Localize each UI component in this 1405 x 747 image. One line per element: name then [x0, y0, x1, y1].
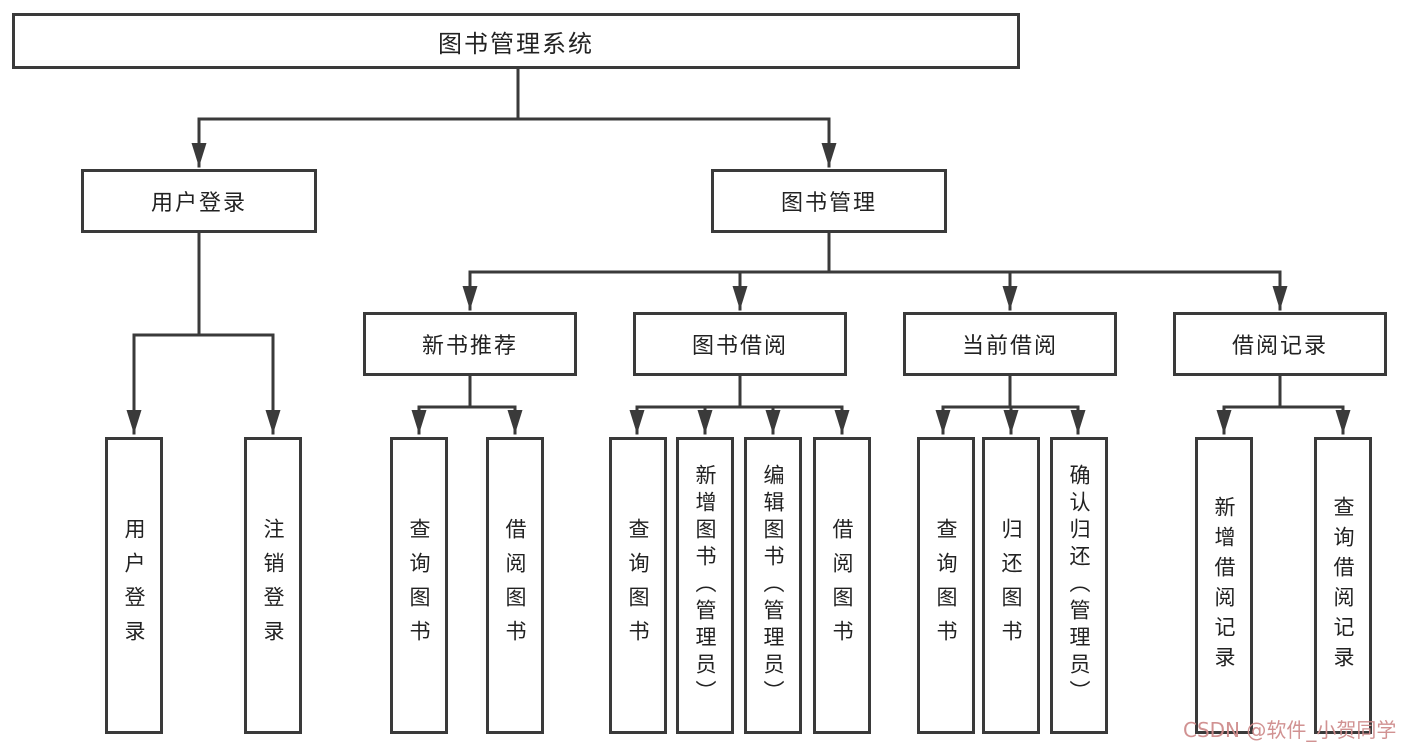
- node-book-management: 图书管理: [711, 169, 947, 233]
- node-library-system: 图书管理系统: [12, 13, 1020, 69]
- connector-root-rail: [197, 67, 831, 121]
- leaf-add-borrow-record: 新增借阅记录: [1195, 437, 1253, 734]
- leaf-return-book: 归还图书: [982, 437, 1040, 734]
- leaf-user-login: 用户登录: [105, 437, 163, 734]
- connector-current-borrow-rail: [941, 374, 1080, 409]
- leaf-query-borrow-record: 查询借阅记录: [1314, 437, 1372, 734]
- watermark-text: CSDN @软件_小贺同学: [1183, 718, 1397, 742]
- node-user-login: 用户登录: [81, 169, 317, 233]
- leaf-query-book-1: 查询图书: [390, 437, 448, 734]
- node-book-borrow: 图书借阅: [633, 312, 847, 376]
- connector-borrow-record-rail: [1222, 374, 1345, 409]
- connector-user-login-rail: [132, 231, 275, 337]
- leaf-query-book-3: 查询图书: [917, 437, 975, 734]
- connector-book-borrow-rail: [635, 374, 844, 409]
- leaf-borrow-book-2: 借阅图书: [813, 437, 871, 734]
- node-current-borrow: 当前借阅: [903, 312, 1117, 376]
- leaf-confirm-return-admin: 确认归还（管理员）: [1050, 437, 1108, 734]
- connector-book-mgmt-rail: [468, 231, 1282, 274]
- leaf-borrow-book-1: 借阅图书: [486, 437, 544, 734]
- node-borrow-record: 借阅记录: [1173, 312, 1387, 376]
- leaf-logout: 注销登录: [244, 437, 302, 734]
- node-new-book-recommend: 新书推荐: [363, 312, 577, 376]
- leaf-add-book-admin: 新增图书（管理员）: [676, 437, 734, 734]
- leaf-query-book-2: 查询图书: [609, 437, 667, 734]
- leaf-edit-book-admin: 编辑图书（管理员）: [744, 437, 802, 734]
- connector-new-book-rail: [417, 374, 517, 409]
